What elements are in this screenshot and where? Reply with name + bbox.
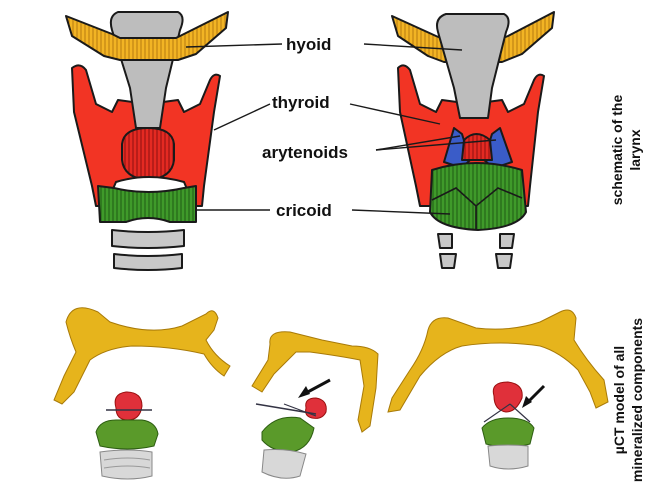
trachea-seg-r3 [440,254,456,268]
label-thyroid: thyroid [272,93,330,112]
side-label-schematic: schematic of the larynx [609,95,643,206]
uct-gray-2 [262,450,306,479]
uct-gray-1 [100,450,152,479]
uct-green-1 [96,420,158,449]
uct-red-1 [115,392,142,420]
thyroid-lamina-left [122,128,174,180]
svg-text:mineralized components: mineralized components [629,318,645,482]
label-cricoid: cricoid [276,201,332,220]
uct-gray-3 [488,445,528,469]
uct-red-3 [493,382,522,412]
trachea-ring-left-2 [114,254,182,270]
trachea-ring-left-1 [112,230,184,248]
trachea-seg-r4 [496,254,512,268]
uct-model-1 [54,308,230,479]
cricoid-shape-right [430,163,526,230]
side-label-uct: µCT model of all mineralized components [611,318,645,482]
uct-arrow-3 [528,386,544,402]
schematic-left [66,12,228,270]
svg-text:schematic of the: schematic of the [609,95,625,206]
uct-model-2 [252,332,378,479]
svg-text:larynx: larynx [627,129,643,170]
label-arytenoids: arytenoids [262,143,348,162]
trachea-seg-r1 [438,234,452,248]
schematic-right [392,12,554,268]
cricoid-shape-left [98,186,196,222]
uct-green-2 [262,417,314,452]
thyroid-lamina-right [462,134,492,160]
label-hyoid: hyoid [286,35,331,54]
svg-text:µCT model of all: µCT model of all [611,346,627,454]
uct-model-3 [388,310,608,469]
trachea-seg-r2 [500,234,514,248]
uct-green-3 [482,418,534,447]
uct-hyoid-1 [54,308,230,404]
